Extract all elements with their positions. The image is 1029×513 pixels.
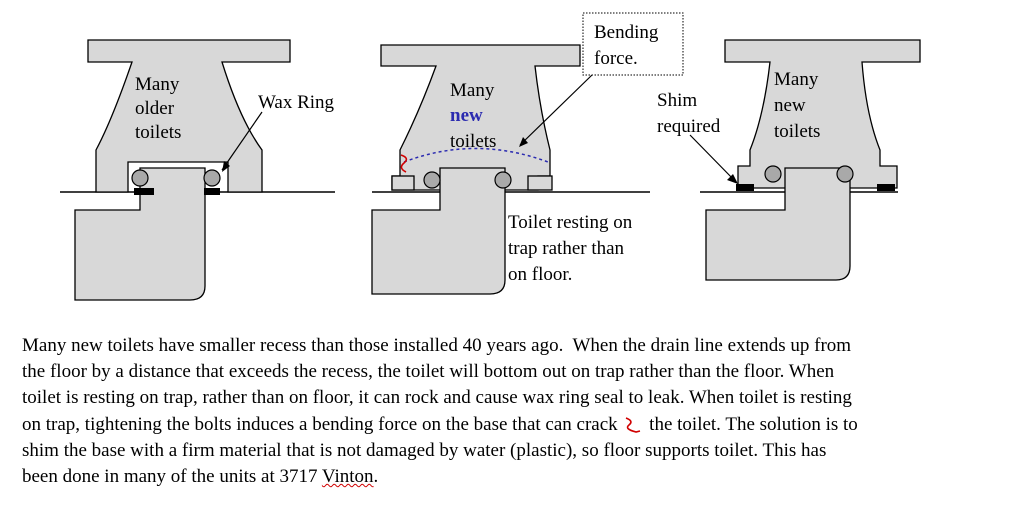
shim-pointer <box>689 134 737 183</box>
shim-arrowhead <box>727 174 738 184</box>
shim-label-line2: required <box>657 116 721 137</box>
toilet-installation-diagram: Many older toilets Wax Ring Many new toi… <box>60 12 921 301</box>
wax-ring-label: Wax Ring <box>258 92 335 113</box>
right-label-line1: Many <box>774 69 819 90</box>
left-shim-left <box>134 188 154 195</box>
paragraph-line: shim the base with a firm material that … <box>22 438 1012 464</box>
left-trap-pipe <box>74 167 206 301</box>
resting-label-line1: Toilet resting on <box>508 212 633 233</box>
middle-toilet <box>380 44 581 191</box>
bending-force-label-line2: force. <box>594 48 638 69</box>
left-wax-ring-left <box>131 169 149 187</box>
right-wax-ring-right <box>836 165 854 183</box>
paragraph-line: the floor by a distance that exceeds the… <box>22 359 1012 385</box>
wax-ring-arrowhead <box>222 161 230 172</box>
shim-label-line1: Shim <box>657 90 697 111</box>
crack-mark <box>400 154 408 173</box>
address-word: Vinton <box>321 466 374 488</box>
left-shim-right <box>204 188 220 195</box>
bending-force-arrowhead <box>519 137 528 147</box>
right-label-line3: toilets <box>774 121 820 142</box>
middle-flange-right <box>527 175 553 191</box>
middle-trap-pipe <box>371 167 506 295</box>
paragraph-line: on trap, tightening the bolts induces a … <box>22 412 1012 438</box>
right-trap-pipe <box>705 167 851 281</box>
left-label-line2: older <box>135 98 175 119</box>
crack-icon <box>626 417 641 434</box>
middle-flange-left <box>391 175 415 191</box>
paragraph-line-text: toilet is resting on trap, rather than o… <box>22 387 852 409</box>
middle-label-line3: toilets <box>450 131 496 152</box>
paragraph-line-text: shim the base with a firm material that … <box>22 439 827 461</box>
paragraph-line-text: Many new toilets have smaller recess tha… <box>22 335 852 356</box>
wax-ring-pointer <box>221 111 263 171</box>
resting-label-line3: on floor. <box>508 264 572 285</box>
right-toilet <box>724 39 921 189</box>
bending-force-arc <box>403 147 549 163</box>
paragraph-line: Many new toilets have smaller recess tha… <box>22 333 1012 359</box>
right-label-line2: new <box>774 95 806 116</box>
bending-force-box <box>582 12 684 76</box>
explanation-paragraph: Many new toilets have smaller recess tha… <box>22 333 1012 490</box>
paragraph-line: been done in many of the units at 3717 V… <box>22 464 1012 490</box>
right-shim-left <box>736 184 754 191</box>
left-label-line3: toilets <box>135 122 181 143</box>
resting-label-line2: trap rather than <box>508 238 625 259</box>
left-wax-ring-right <box>203 169 221 187</box>
left-label-line1: Many <box>135 74 180 95</box>
paragraph-line-text: been done in many of the units at 3717 <box>22 466 322 488</box>
paragraph-line-text: the toilet. The solution is to <box>649 413 858 435</box>
paragraph-line-text: on trap, tightening the bolts induces a … <box>22 413 618 435</box>
middle-label-line1: Many <box>450 80 495 101</box>
bending-force-pointer <box>519 74 593 146</box>
right-wax-ring-left <box>764 165 782 183</box>
middle-wax-ring-left <box>423 171 441 189</box>
right-shim-right <box>877 184 895 191</box>
paragraph-line-text: . <box>373 466 379 488</box>
middle-label-line2: new <box>450 105 483 126</box>
middle-wax-ring-right <box>494 171 512 189</box>
paragraph-line-text: the floor by a distance that exceeds the… <box>22 361 835 383</box>
paragraph-line: toilet is resting on trap, rather than o… <box>22 385 1012 411</box>
bending-force-label-line1: Bending <box>594 22 659 43</box>
